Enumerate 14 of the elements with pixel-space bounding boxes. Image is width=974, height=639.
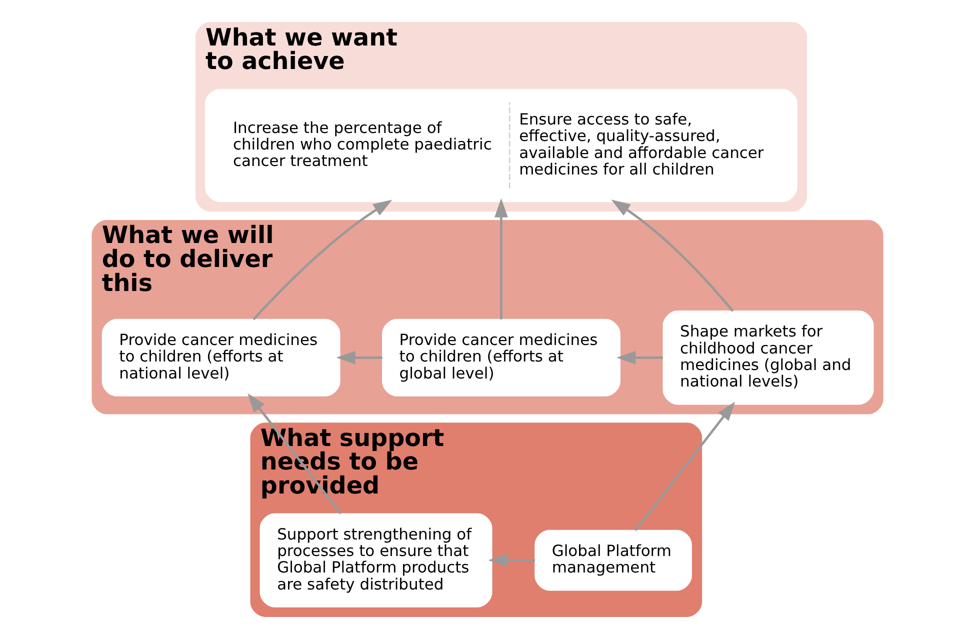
arrow (494, 198, 508, 320)
arrow (488, 554, 535, 567)
node-box: Increase the percentage of children who complete paediatric cancer treatment Ensure access to safe, effective, quality-assured, available and affordable cancer medicines for all children (204, 88, 797, 202)
node-box: Support strengthening of processes to ensure that Global Platform products are safety distributed (259, 513, 492, 608)
node-box: Provide cancer medicines to children (efforts at global level) (382, 318, 620, 396)
arrow (247, 393, 342, 514)
arrow (610, 200, 734, 312)
arrow (634, 402, 735, 532)
arrow (336, 350, 382, 364)
arrow (252, 200, 392, 320)
node-box: Global Platform management (534, 530, 692, 591)
node-box: Provide cancer medicines to children (efforts at national level) (101, 318, 340, 396)
arrow (616, 350, 662, 364)
node-box: Shape markets for childhood cancer medicines (global and national levels) (662, 310, 874, 405)
